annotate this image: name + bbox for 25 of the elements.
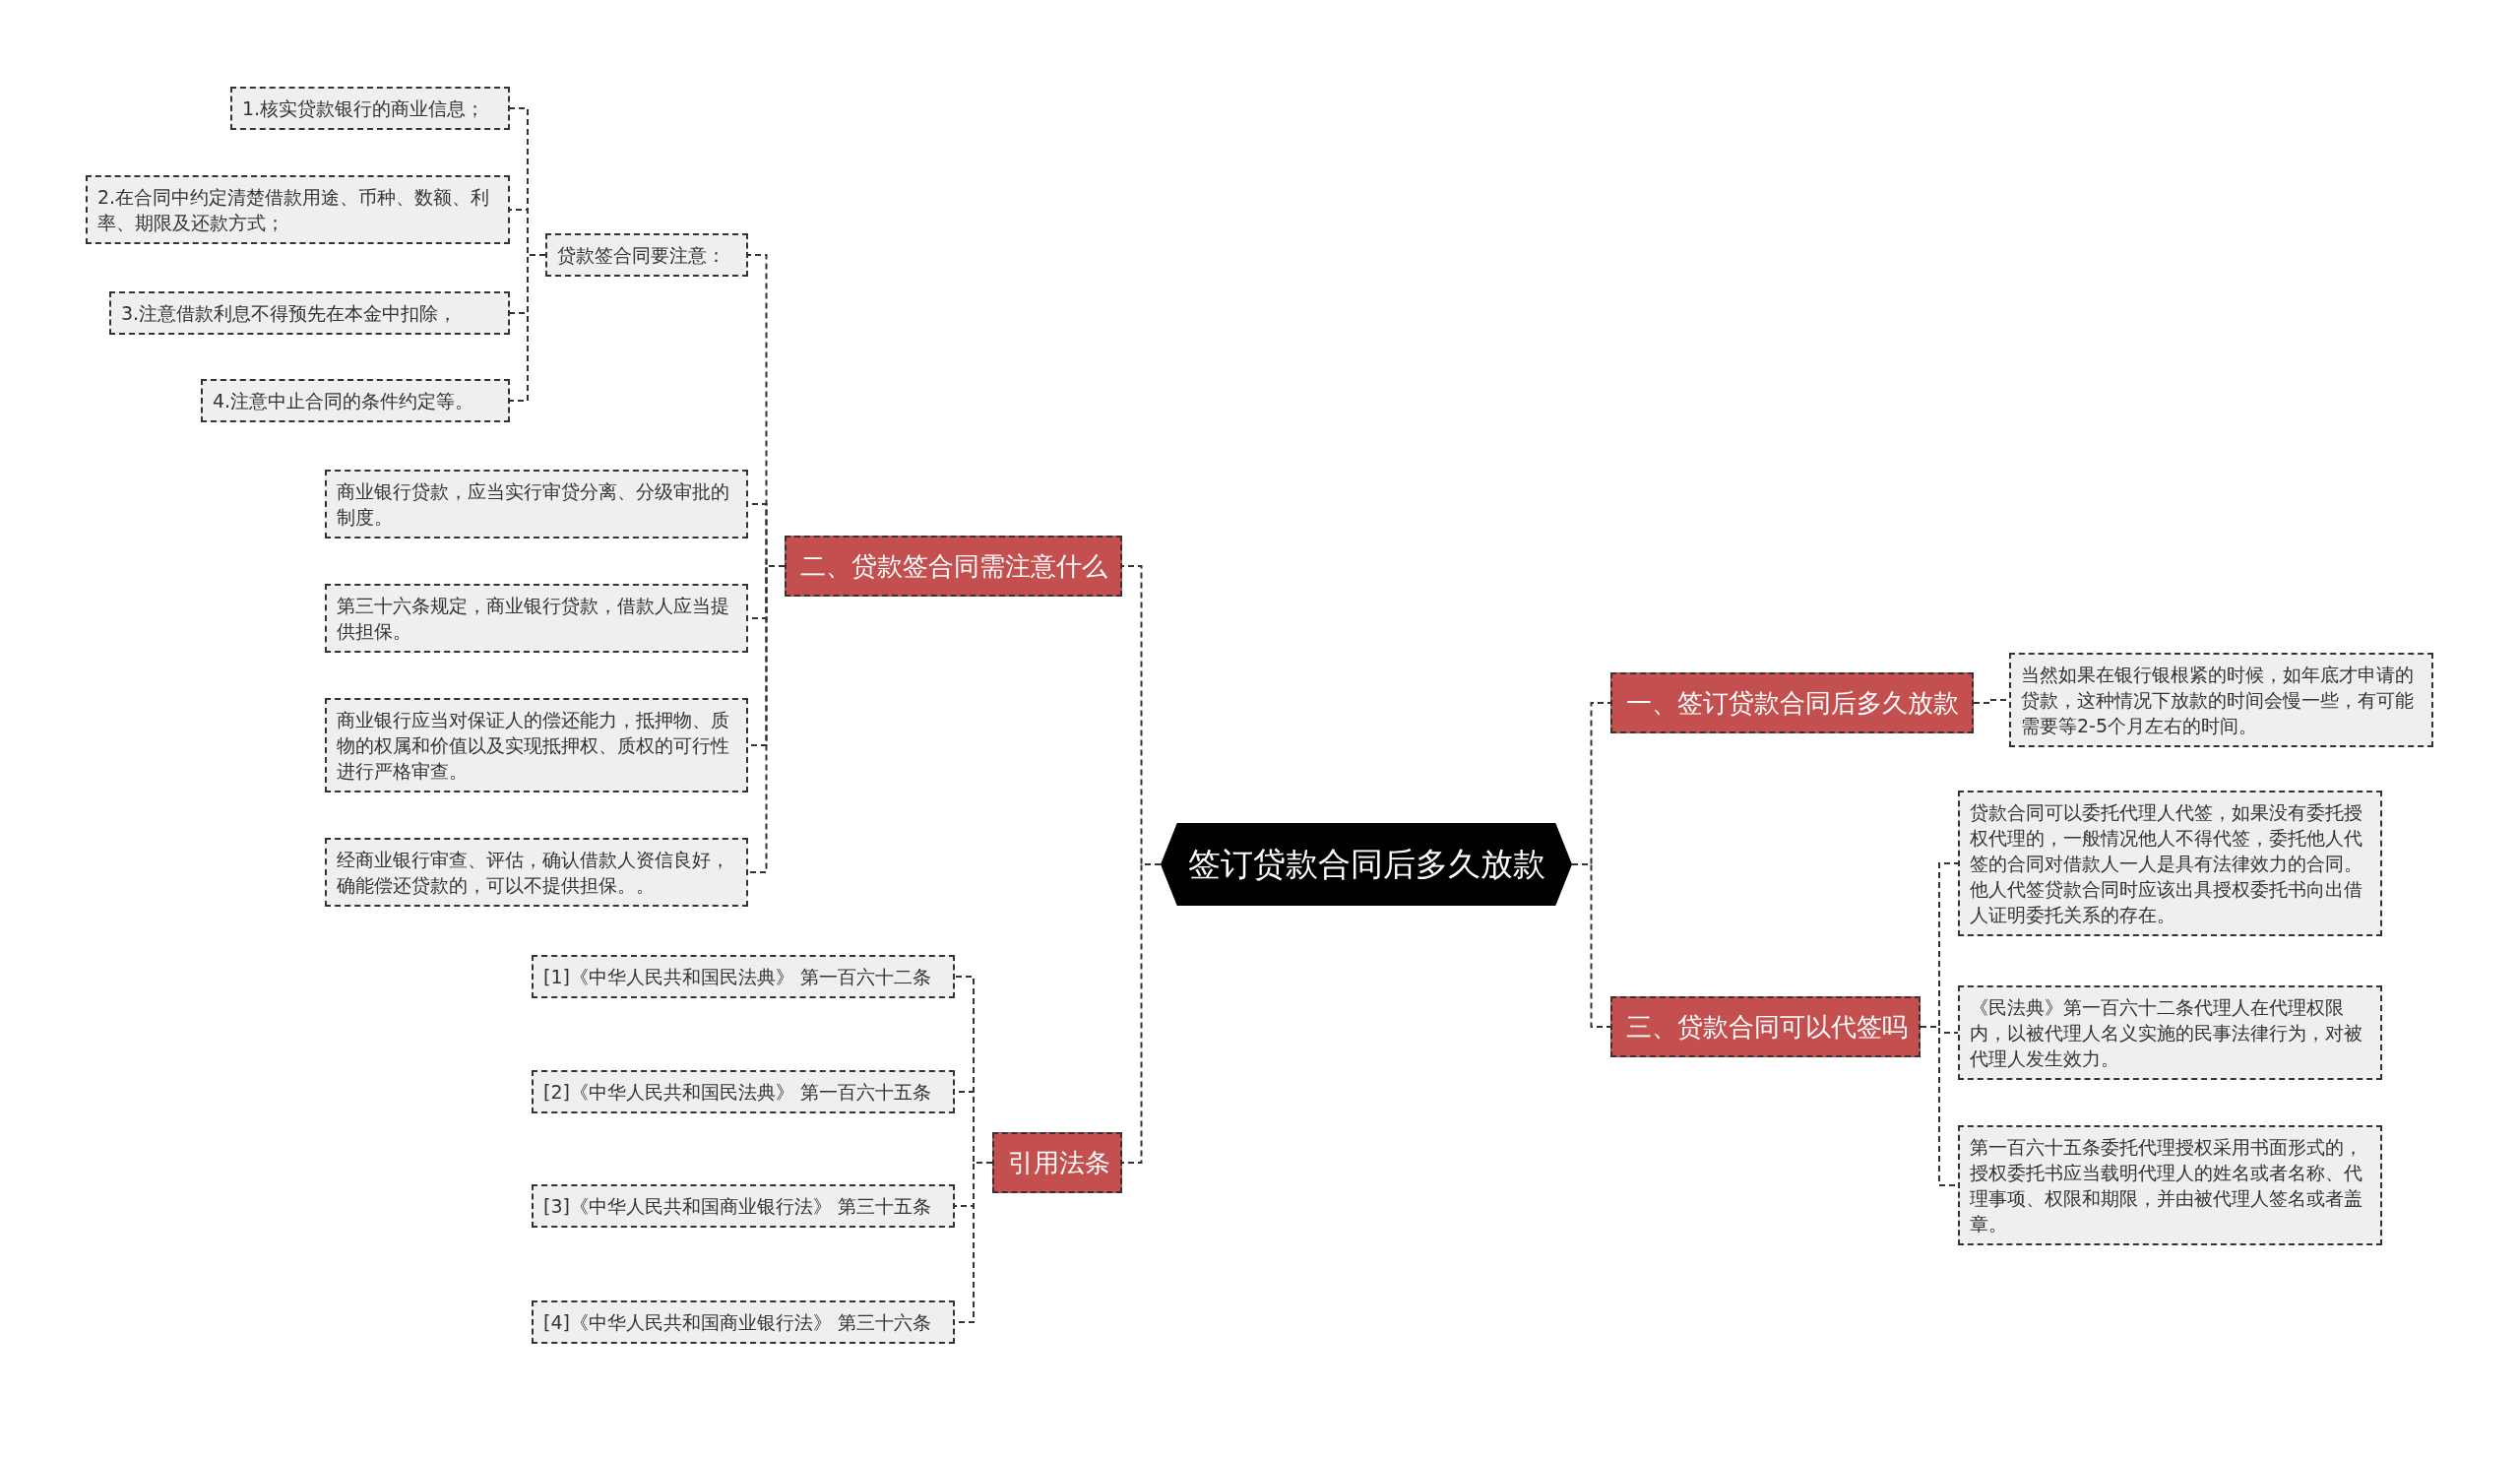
subtopic-box: 贷款合同可以委托代理人代签，如果没有委托授权代理的，一般情况他人不得代签，委托他人代签的合同对借款人一人是具有法律效力的合同。他人代签贷款合同时应该出具授权委托书向出借人证明委托关系的存在。 <box>1958 791 2382 936</box>
subtopic-box: [3]《中华人民共和国商业银行法》 第三十五条 <box>532 1184 955 1228</box>
connector-line <box>509 254 546 402</box>
subtopic-box: 商业银行应当对保证人的偿还能力，抵押物、质物的权属和价值以及实现抵押权、质权的可行性进行严格审查。 <box>325 698 748 792</box>
subtopic-box: [4]《中华人民共和国商业银行法》 第三十六条 <box>532 1300 955 1344</box>
subtopic-box: 4.注意中止合同的条件约定等。 <box>201 379 510 422</box>
subtopic-box: 第一百六十五条委托代理授权采用书面形式的，授权委托书应当载明代理人的姓名或者名称、代理事项、权限和期限，并由被代理人签名或者盖章。 <box>1958 1125 2382 1245</box>
connector-line <box>1571 863 1611 1028</box>
subtopic-box: 1.核实贷款银行的商业信息； <box>230 87 510 130</box>
subtopic-box: [2]《中华人民共和国民法典》 第一百六十五条 <box>532 1070 955 1113</box>
subtopic-box: 经商业银行审查、评估，确认借款人资信良好，确能偿还贷款的，可以不提供担保。。 <box>325 838 748 907</box>
connector-line <box>747 565 786 873</box>
subtopic-box: 2.在合同中约定清楚借款用途、币种、数额、利率、期限及还款方式； <box>86 175 510 244</box>
branch-topic: 引用法条 <box>992 1132 1122 1193</box>
subtopic-box: 贷款签合同要注意： <box>545 233 748 277</box>
branch-topic: 一、签订贷款合同后多久放款 <box>1610 672 1974 733</box>
branch-topic: 二、贷款签合同需注意什么 <box>785 536 1122 597</box>
subtopic-box: 第三十六条规定，商业银行贷款，借款人应当提供担保。 <box>325 584 748 653</box>
branch-topic: 三、贷款合同可以代签吗 <box>1610 996 1921 1057</box>
subtopic-box: [1]《中华人民共和国民法典》 第一百六十二条 <box>532 955 955 998</box>
central-topic: 签订贷款合同后多久放款 <box>1161 823 1572 906</box>
subtopic-box: 当然如果在银行银根紧的时候，如年底才申请的贷款，这种情况下放款的时间会慢一些，有可能需要等2-5个月左右的时间。 <box>2009 653 2433 747</box>
subtopic-box: 《民法典》第一百六十二条代理人在代理权限内，以被代理人名义实施的民事法律行为，对被代理人发生效力。 <box>1958 985 2382 1080</box>
subtopic-box: 商业银行贷款，应当实行审贷分离、分级审批的制度。 <box>325 470 748 539</box>
subtopic-box: 3.注意借款利息不得预先在本金中扣除， <box>109 291 510 335</box>
